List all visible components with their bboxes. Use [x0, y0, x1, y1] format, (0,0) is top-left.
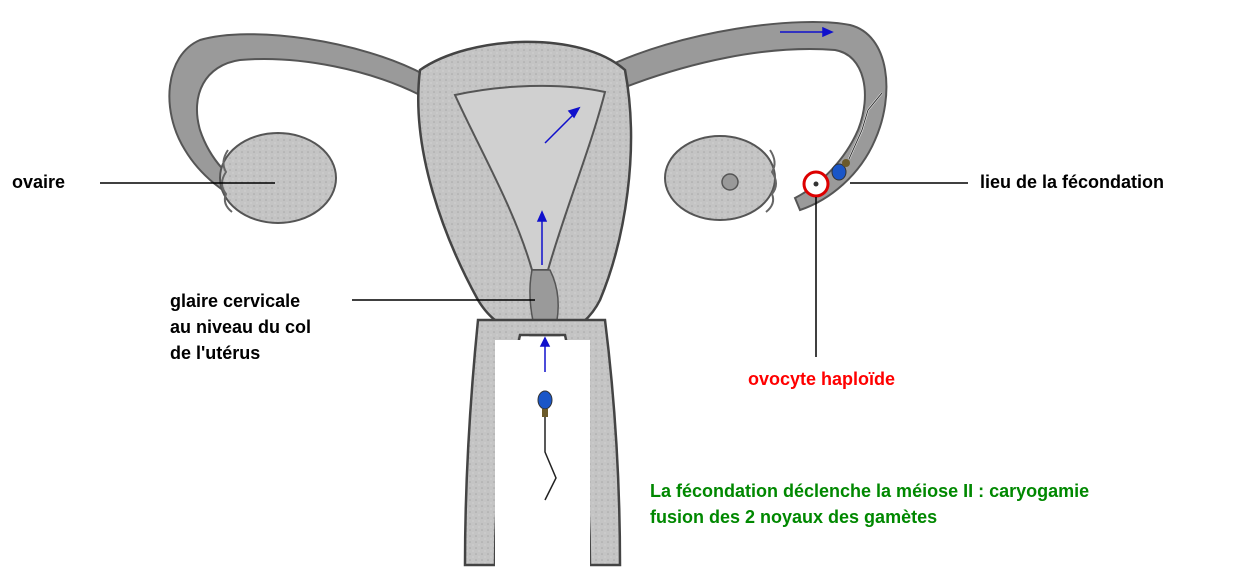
label-ovaire: ovaire: [12, 169, 65, 195]
label-ovocyte: ovocyte haploïde: [748, 366, 895, 392]
label-glaire-cervicale: glaire cervicale au niveau du col de l'u…: [170, 288, 311, 366]
glaire-line-3: de l'utérus: [170, 340, 311, 366]
ovarian-follicle: [722, 174, 738, 190]
glaire-line-2: au niveau du col: [170, 314, 311, 340]
note-line-2: fusion des 2 noyaux des gamètes: [650, 504, 1089, 530]
label-lieu-fecondation: lieu de la fécondation: [980, 169, 1164, 195]
vaginal-canal: [495, 340, 590, 569]
note-line-1: La fécondation déclenche la méiose II : …: [650, 478, 1089, 504]
glaire-line-1: glaire cervicale: [170, 288, 311, 314]
oocyte: [804, 172, 828, 196]
note-fecondation: La fécondation déclenche la méiose II : …: [650, 478, 1089, 530]
left-ovary: [220, 133, 336, 223]
right-ovary: [665, 136, 775, 220]
